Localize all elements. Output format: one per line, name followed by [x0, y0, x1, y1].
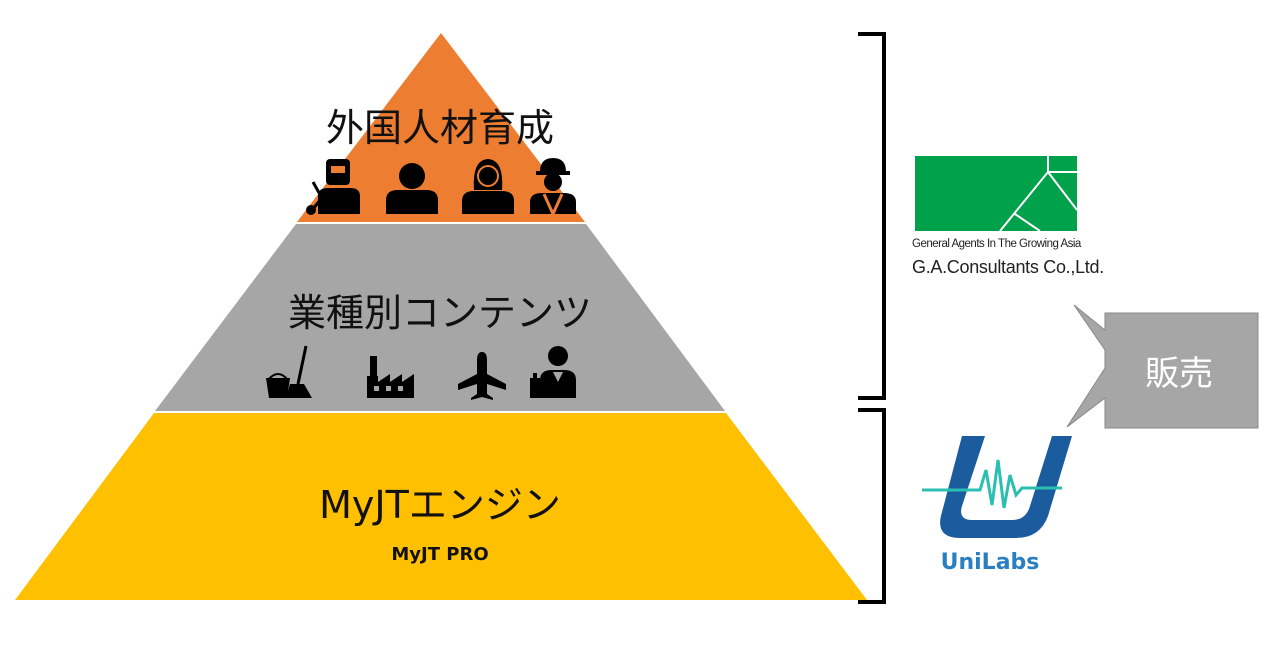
tier-top-title: 外国人材育成	[325, 106, 554, 150]
female-worker-icon	[462, 159, 514, 214]
unilabs-name: UniLabs	[940, 550, 1040, 575]
gac-company-name: G.A.Consultants Co.,Ltd.	[912, 257, 1104, 277]
sales-callout-label: 販売	[1145, 354, 1213, 394]
upper-bracket	[858, 32, 886, 400]
sales-callout	[1066, 304, 1259, 429]
pyramid-tier-bottom	[15, 413, 867, 600]
tier-bottom-title: MyJTエンジン	[319, 483, 561, 527]
unilabs-logo-icon	[922, 436, 1072, 538]
construction-worker-icon	[530, 158, 576, 218]
factory-icon	[367, 356, 414, 398]
cleaning-icon	[266, 345, 312, 398]
airplane-icon	[458, 352, 506, 400]
gac-tagline: General Agents In The Growing Asia	[912, 238, 1081, 250]
pyramid-tier-middle	[155, 224, 725, 411]
lower-bracket	[858, 408, 886, 604]
pyramid-tier-top	[297, 33, 585, 222]
tier-bottom-subtitle: MyJT PRO	[391, 544, 489, 565]
tier-middle-title: 業種別コンテンツ	[287, 291, 592, 335]
waiter-icon	[530, 346, 576, 398]
male-worker-icon	[386, 163, 438, 214]
welder-icon	[306, 159, 360, 215]
gac-logo-icon	[915, 156, 1078, 232]
